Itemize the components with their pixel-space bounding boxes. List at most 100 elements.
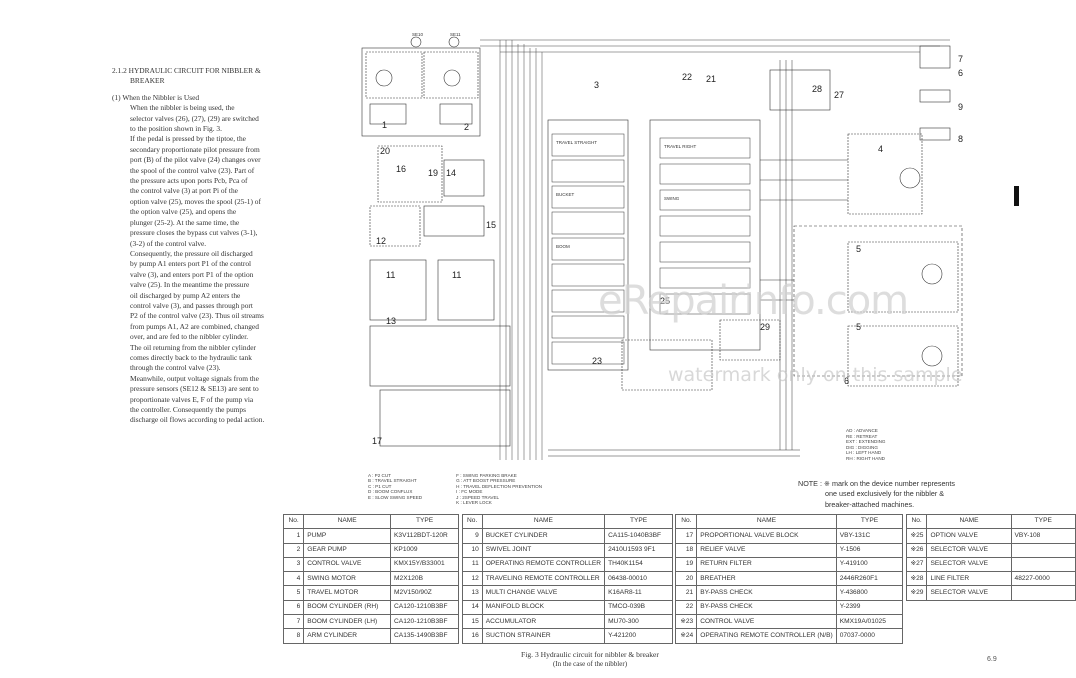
header-type: TYPE	[604, 513, 674, 530]
body-line: the option valve (25), and opens the	[130, 207, 237, 217]
cell-type: CA120-1210B3BF	[390, 599, 460, 616]
body-line: option valve (25), moves the spool (25-1…	[130, 196, 261, 206]
label-15: 15	[486, 220, 496, 230]
legend-entry: G : ATT BOOST PRESSURE	[456, 478, 516, 484]
section-heading-cont: BREAKER	[130, 76, 165, 86]
label-16: 16	[396, 164, 406, 174]
body-line: through the control valve (23).	[130, 363, 221, 373]
cell-name: OPERATING REMOTE CONTROLLER (N/B)	[696, 628, 837, 644]
cell-no: ※24	[675, 628, 698, 644]
cell-no: 10	[461, 542, 483, 558]
pump-frame	[361, 47, 481, 137]
cell-no: 1	[282, 528, 305, 544]
watermark-subtext: watermark only on this sample	[668, 364, 963, 386]
body-line: Consequently, the pressure oil discharge…	[130, 248, 253, 258]
cell-type: Y-436800	[835, 585, 904, 601]
cell-name: OPERATING REMOTE CONTROLLER	[481, 556, 606, 573]
label-27: 27	[834, 90, 844, 100]
legend-entry: B : TRAVEL STRAIGHT	[368, 478, 417, 484]
body-line: comes directly back to the hydraulic tan…	[130, 352, 252, 362]
cell-type: M2V150/90Z	[390, 585, 460, 601]
legend-entry: A : P2 CUT	[368, 473, 391, 478]
legend-entry: E : SLOW SWING SPEED	[368, 494, 423, 500]
body-line: by pump A1 enters port P1 of the control	[130, 259, 252, 269]
legend-entry: D : BOOM CONFLUX	[368, 489, 413, 495]
cell-type: 2410U1593 9F1	[604, 542, 674, 558]
body-line: Meanwhile, output voltage signals from t…	[130, 373, 259, 383]
legend-entry: LH : LEFT HAND	[846, 450, 882, 456]
watermark-text: eRepairinfo.com	[598, 278, 909, 324]
label-travel-right: TRAVEL RIGHT	[664, 144, 697, 149]
body-line: selector valves (26), (27), (29) are swi…	[130, 113, 259, 123]
label-travel-straight: TRAVEL STRAIGHT	[556, 140, 597, 145]
cell-no: ※26	[905, 542, 928, 558]
legend-entry: DIG : DIGGING	[846, 444, 878, 450]
note-line-2: one used exclusively for the nibbler &	[825, 489, 945, 499]
body-line: the spool of the control valve (23). Par…	[130, 165, 255, 175]
control-valve-right	[649, 119, 761, 351]
cell-name: ACCUMULATOR	[481, 614, 606, 630]
cell-no: 19	[675, 556, 698, 573]
body-line: The oil returning from the nibbler cylin…	[130, 342, 257, 352]
body-line: to the position shown in Fig. 3.	[130, 124, 222, 134]
cell-type: M2X120B	[390, 571, 460, 587]
cell-type: CA135-1490B3BF	[390, 628, 460, 644]
cell-no: 21	[675, 585, 698, 601]
label-25: 25	[660, 296, 670, 306]
cell-no: 17	[675, 528, 698, 544]
label-5b: 5	[856, 322, 861, 332]
cell-name: TRAVEL MOTOR	[303, 585, 392, 601]
page-number: 6.9	[987, 656, 997, 663]
header-type: TYPE	[1010, 513, 1076, 530]
hydraulic-circuit-diagram: 3 4 5 6 7 8 9 1 2 11 11 12 13 14 15 16 1…	[360, 30, 968, 470]
cell-no: 3	[282, 556, 305, 573]
cell-type: 48227-0000	[1010, 571, 1076, 587]
body-line: (3-2) of the control valve.	[130, 238, 207, 248]
cell-name: BY-PASS CHECK	[696, 599, 837, 616]
multi-change-valve	[369, 325, 511, 387]
proportional-valve-block	[379, 389, 511, 447]
body-line: proportionate valves E, F of the pump vi…	[130, 394, 254, 404]
cell-name: LINE FILTER	[926, 571, 1012, 587]
cell-no: 13	[461, 585, 483, 601]
sub-heading: (1) When the Nibbler is Used	[112, 92, 200, 102]
legend-entry: RH : RIGHT HAND	[846, 455, 885, 461]
cell-type	[1010, 556, 1076, 573]
body-line: control valve (3), and passes through po…	[130, 300, 253, 310]
cell-type: Y-1506	[835, 542, 904, 558]
cell-no: 2	[282, 542, 305, 558]
cell-type: Y-419100	[835, 556, 904, 573]
label-boom: BOOM	[556, 244, 570, 249]
header-name: NAME	[926, 513, 1012, 530]
cell-name: OPTION VALVE	[926, 528, 1012, 544]
cell-type: VBY-108	[1010, 528, 1076, 544]
header-no: No.	[675, 513, 698, 530]
cell-name: ARM CYLINDER	[303, 628, 392, 644]
cell-no: 22	[675, 599, 698, 616]
legend-entry: J : 2SPEED TRAVEL	[456, 494, 500, 500]
body-line: over, and are fed to the nibbler cylinde…	[130, 332, 249, 342]
cell-name: SELECTOR VALVE	[926, 556, 1012, 573]
cell-type: KMX19A/01025	[835, 614, 904, 630]
cell-no: 7	[282, 614, 305, 630]
label-4: 4	[878, 144, 883, 154]
cell-no: 12	[461, 571, 483, 587]
cell-name: BREATHER	[696, 571, 837, 587]
body-line: the controller. Consequently the pumps	[130, 405, 246, 414]
cell-type: 06438-00010	[604, 571, 674, 587]
cell-no: 9	[461, 528, 483, 544]
cell-name: RELIEF VALVE	[696, 542, 837, 558]
control-valve-bank	[547, 119, 629, 371]
cell-type: MU70-300	[604, 614, 674, 630]
label-14: 14	[446, 168, 456, 178]
label-22: 22	[682, 72, 692, 82]
label-6: 6	[958, 68, 963, 78]
